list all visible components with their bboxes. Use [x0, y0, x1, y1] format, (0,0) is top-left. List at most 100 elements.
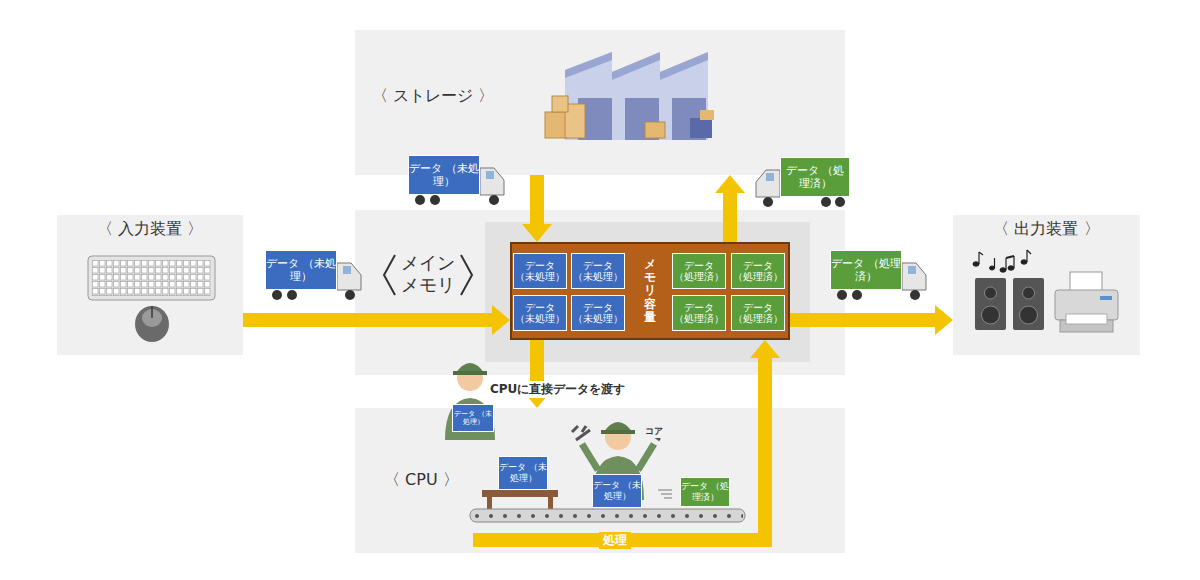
- speaker-icon: [1020, 306, 1038, 324]
- data-box: データ （未処理）: [571, 253, 625, 289]
- arrow-head: [935, 305, 953, 335]
- memory-box: メモリ容量データ （未処理）データ （未処理）データ （未処理）データ （未処理…: [510, 242, 790, 340]
- flow-arrow: [715, 175, 745, 242]
- data-label: データ （処理済）: [831, 257, 901, 283]
- data-label: データ （処理済）: [681, 481, 729, 503]
- truck-cab: [837, 290, 847, 300]
- arrow-head: [715, 175, 745, 193]
- truck-cab: [756, 170, 780, 197]
- music-note-icon: [973, 262, 979, 266]
- warehouse-icon: [552, 96, 568, 112]
- truck-cab: [345, 290, 355, 300]
- speaker-icon: [1023, 287, 1035, 299]
- truck-cab: [910, 290, 920, 300]
- worker-figure: [453, 371, 487, 375]
- data-box: データ （未処理）: [513, 295, 567, 331]
- panel-grounds: [57, 215, 243, 355]
- panel-heading: メイン メモリ: [398, 252, 458, 295]
- data-label: データ （処理済）: [732, 260, 784, 283]
- data-label: データ （未処理）: [572, 302, 624, 325]
- panel-grounds: [355, 210, 845, 375]
- conveyor: [487, 497, 492, 509]
- truck-cab: [908, 266, 916, 274]
- printer-icon: [1100, 296, 1112, 300]
- panel-grounds: [57, 30, 1140, 553]
- flow-arrow: [473, 340, 780, 540]
- music-note-icon: [1000, 268, 1006, 272]
- data-label: データ （未処理）: [409, 162, 479, 188]
- truck-cab: [835, 197, 845, 207]
- warehouse-icon: [565, 52, 612, 78]
- data-label: データ （未処理）: [514, 260, 566, 283]
- music-note-icon: [1021, 260, 1027, 264]
- warehouse-icon: [565, 52, 708, 140]
- truck-cab: [902, 263, 926, 290]
- speaker-icon: [975, 278, 1006, 330]
- truck-cab: [486, 171, 494, 179]
- arrow-shaft: [723, 191, 737, 242]
- worker-figure: [572, 426, 590, 440]
- truck-cab: [287, 290, 297, 300]
- note-label: CPUに直接データを渡す: [488, 381, 627, 398]
- music-note-icon: [1005, 258, 1006, 270]
- device-panel: 〈 出力装置 〉: [953, 215, 1140, 355]
- truck-cab: [766, 173, 774, 181]
- truck-cab: [489, 195, 499, 205]
- worker-figure: [445, 363, 495, 440]
- worker-figure: [601, 430, 635, 434]
- mouse-icon: [135, 306, 169, 342]
- data-box: データ （処理済）: [731, 295, 785, 331]
- arrow-shaft: [530, 175, 544, 226]
- panel-heading: 〈 入力装置 〉: [57, 219, 243, 238]
- printer-icon: [1055, 272, 1118, 332]
- data-label: データ （処理済）: [732, 302, 784, 325]
- device-panel: 〈 入力装置 〉: [57, 215, 243, 355]
- data-label: データ （処理済）: [781, 164, 849, 190]
- flow-arrow: [790, 305, 953, 335]
- music-note-icon: [994, 258, 995, 268]
- music-note-icon: [973, 250, 1031, 272]
- conveyor: [548, 497, 553, 509]
- flow-arrow: [522, 175, 552, 242]
- data-label: データ （未処理）: [266, 257, 336, 283]
- keyboard-icon: [92, 260, 211, 296]
- truck-cab: [415, 195, 425, 205]
- conveyor: [482, 490, 558, 497]
- speaker-icon: [1013, 278, 1044, 330]
- arrow-shaft: [243, 313, 494, 327]
- warehouse-icon: [545, 112, 567, 138]
- panel-heading: 〈 出力装置 〉: [953, 219, 1140, 238]
- data-box: データ （未処理）: [408, 155, 480, 195]
- arrow-head: [492, 305, 510, 335]
- truck-cab: [480, 168, 504, 195]
- data-label: データ （未処理）: [572, 260, 624, 283]
- data-box: データ （未処理）: [513, 253, 567, 289]
- worker-figure: [638, 444, 654, 470]
- device-panel: 〈 CPU 〉データ （未処理）データ （未処理）データ （処理済）: [355, 408, 845, 548]
- music-note-icon: [990, 266, 995, 270]
- worker-figure: [582, 444, 598, 470]
- data-box: データ （未処理）: [592, 474, 642, 508]
- printer-icon: [1066, 314, 1107, 324]
- warehouse-icon: [645, 122, 665, 138]
- data-box: データ （処理済）: [830, 250, 902, 290]
- speaker-icon: [985, 287, 997, 299]
- truck-cab: [343, 266, 351, 274]
- conveyor: [470, 509, 745, 522]
- truck-cab: [337, 263, 361, 290]
- mouse-icon: [135, 306, 169, 342]
- keyboard-icon: [88, 256, 215, 300]
- flow-arrow: [243, 305, 510, 335]
- worker-figure: [445, 398, 495, 440]
- edge-label: 処理: [599, 532, 631, 549]
- data-label: データ （処理済）: [673, 302, 725, 325]
- data-box: データ （処理済）: [680, 477, 730, 507]
- panel-grounds: [953, 215, 1140, 355]
- data-label: データ （未処理）: [593, 480, 641, 502]
- memory-bracket: [461, 255, 472, 295]
- panel-grounds: [355, 30, 845, 175]
- capacity-label: メモリ容量: [644, 258, 656, 324]
- data-box: データ （未処理）: [265, 250, 337, 290]
- speaker-icon: [982, 306, 1000, 324]
- truck-cab: [763, 197, 773, 207]
